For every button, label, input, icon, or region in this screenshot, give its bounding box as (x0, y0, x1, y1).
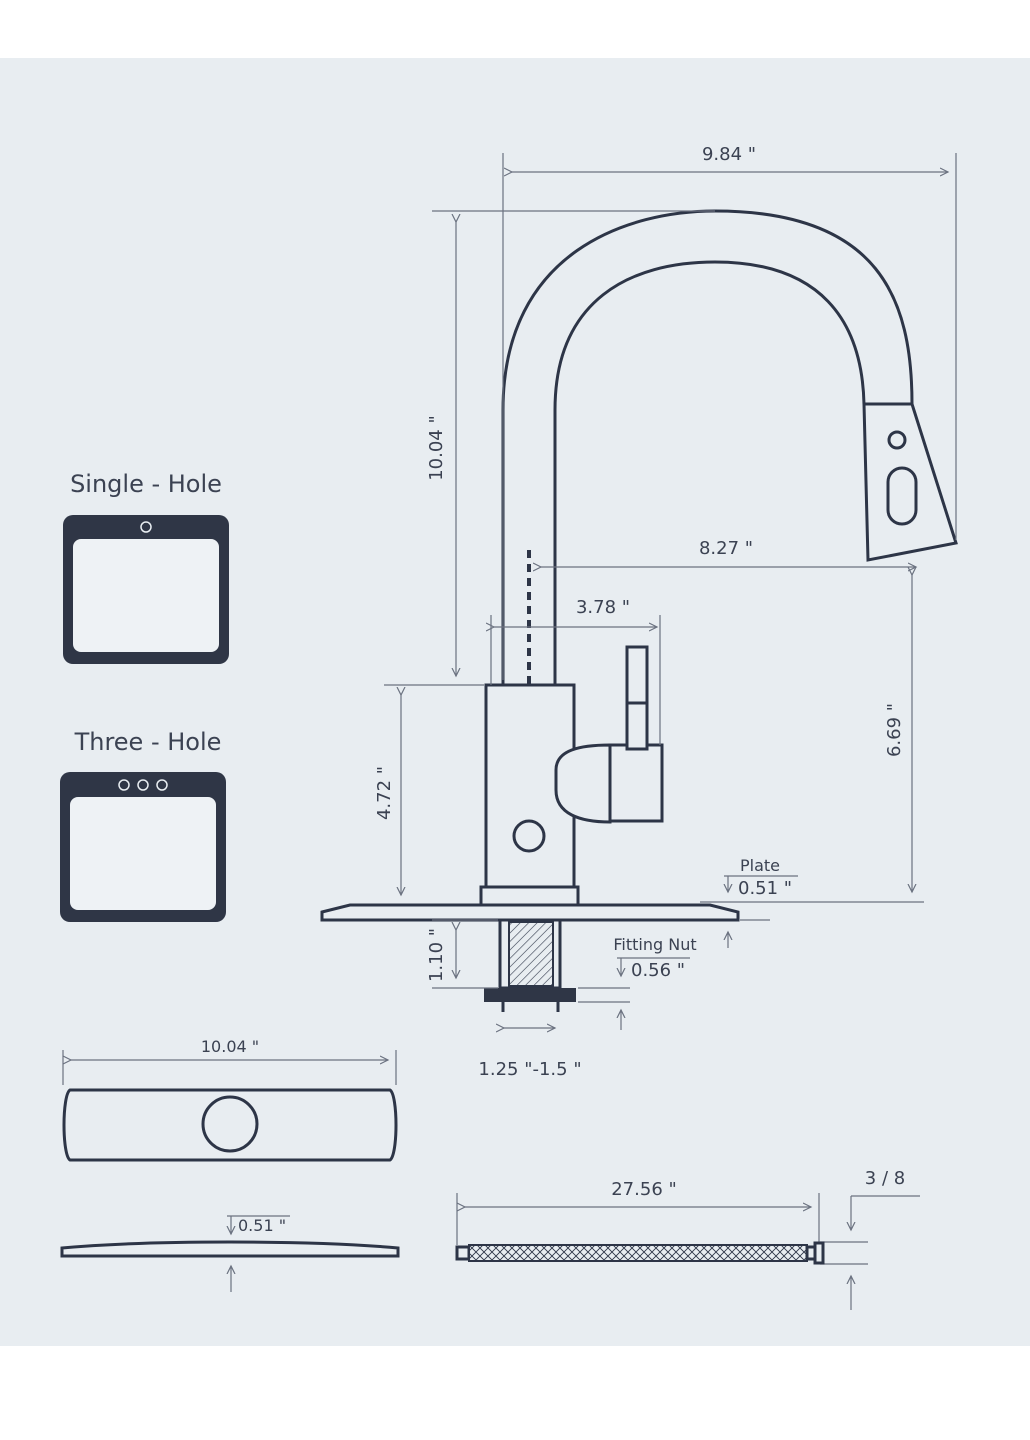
dimension-lines (62, 153, 957, 1310)
shank-length-label: 1.10 " (426, 928, 447, 982)
deck-plate-length-label: 10.04 " (201, 1037, 259, 1056)
total-height-label: 10.04 " (426, 415, 447, 481)
plate-label: Plate (740, 856, 780, 875)
handle-offset-label: 3.78 " (576, 597, 630, 618)
hose-length-label: 27.56 " (611, 1179, 677, 1200)
faucet-hole-icon (140, 521, 152, 533)
fitting-nut-label: Fitting Nut (613, 935, 696, 954)
three-hole-label: Three - Hole (74, 728, 222, 756)
single-hole-sink: Single - Hole (63, 470, 229, 664)
deck-plate-thickness-label: 0.51 " (238, 1216, 286, 1235)
base-height-label: 4.72 " (374, 766, 395, 820)
hose-connector-label: 3 / 8 (865, 1168, 905, 1189)
deck-plate-views (60, 1088, 400, 1258)
hole-diameter-label: 1.25 "-1.5 " (478, 1059, 581, 1080)
aerator-height-label: 6.69 " (884, 703, 905, 757)
faucet-drawing (320, 209, 958, 1012)
dimension-labels: 9.84 " 10.04 " 8.27 " 3.78 " 4.72 " 6.69… (201, 144, 905, 1235)
supply-hose (455, 1241, 825, 1265)
three-hole-sink: Three - Hole (60, 728, 226, 922)
single-hole-label: Single - Hole (70, 470, 222, 498)
fitting-nut-thickness-label: 0.56 " (631, 960, 685, 981)
spout-reach-label: 9.84 " (702, 144, 756, 165)
spout-to-aerator-label: 8.27 " (699, 538, 753, 559)
plate-thickness-label: 0.51 " (738, 878, 792, 899)
